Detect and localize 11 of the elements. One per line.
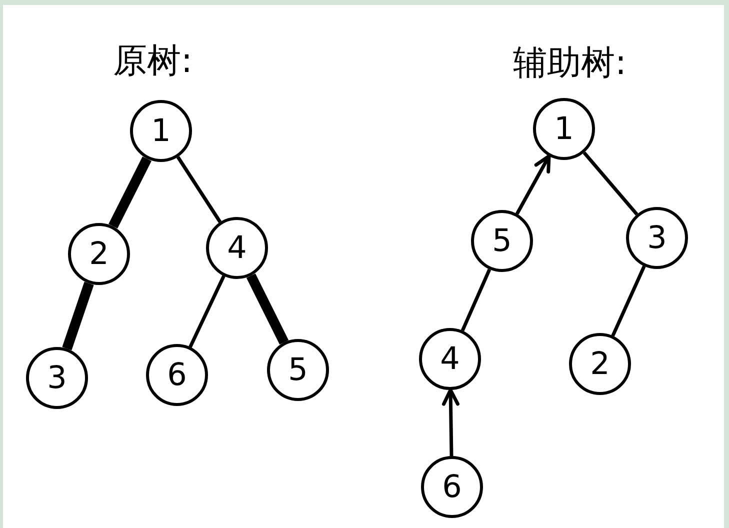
tree-edge <box>611 265 646 337</box>
tree-edge <box>460 268 492 332</box>
tree-edge <box>108 156 152 229</box>
tree-edge <box>188 275 226 348</box>
arrow <box>515 154 551 215</box>
tree-edge <box>62 282 94 350</box>
tree-edge <box>582 151 638 216</box>
tree-heading: 辅助树: <box>513 45 626 82</box>
tree-heading: 原树: <box>113 43 192 80</box>
tree-edge <box>176 156 222 223</box>
tree-edge <box>246 273 289 345</box>
